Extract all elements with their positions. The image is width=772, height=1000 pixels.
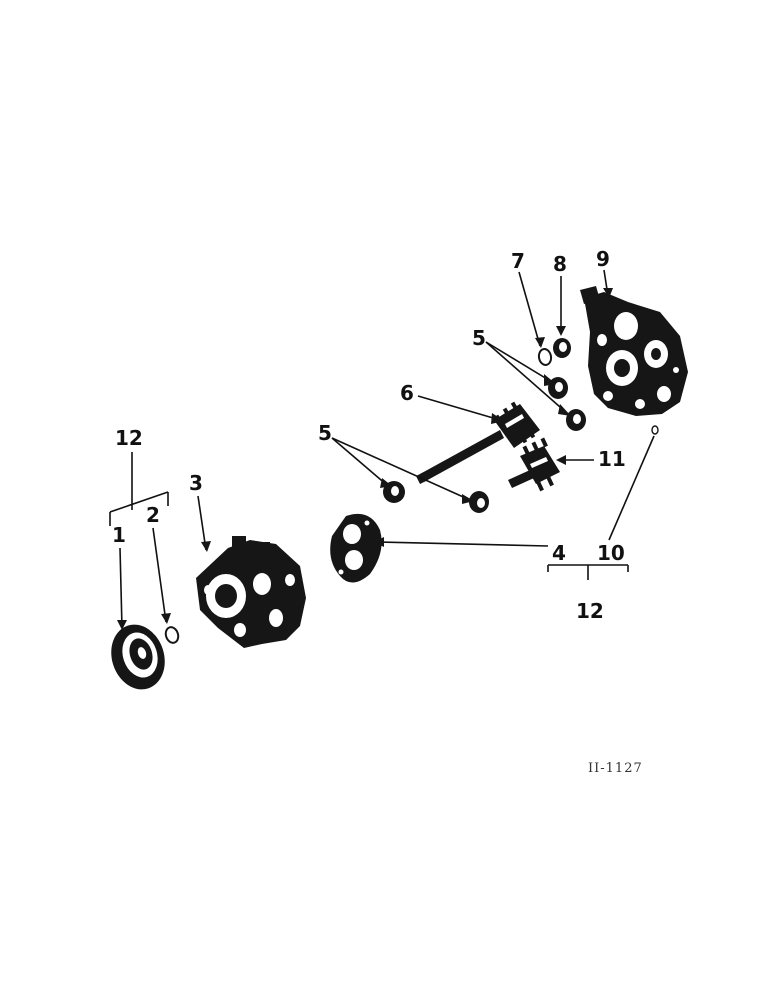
part-8-plug xyxy=(553,338,571,358)
callout-12-left: 12 xyxy=(115,426,143,450)
part-11-idler-gear xyxy=(508,437,560,492)
part-5-bushing-lower-right xyxy=(469,491,489,513)
callout-2: 2 xyxy=(146,503,160,527)
callout-labels: 12 1 2 3 5 6 5 7 8 9 11 4 10 12 xyxy=(112,247,626,623)
callout-7: 7 xyxy=(511,249,525,273)
part-9-rear-pump-body xyxy=(580,286,688,416)
figure-reference: II-1127 xyxy=(588,761,643,776)
part-7-ring xyxy=(537,348,553,366)
part-10-ring xyxy=(651,425,659,435)
callout-5-upper: 5 xyxy=(472,326,486,350)
part-2-ring xyxy=(164,626,180,644)
callout-11: 11 xyxy=(598,447,626,471)
callout-1: 1 xyxy=(112,523,126,547)
callout-3: 3 xyxy=(189,471,203,495)
part-4-gasket xyxy=(330,513,382,583)
callout-5-lower: 5 xyxy=(318,421,332,445)
callout-12-right: 12 xyxy=(576,599,604,623)
callout-9: 9 xyxy=(596,247,610,271)
part-1-pulley xyxy=(111,624,165,690)
callout-6: 6 xyxy=(400,381,414,405)
callout-10: 10 xyxy=(597,541,625,565)
callout-8: 8 xyxy=(553,252,567,276)
leader-lines xyxy=(109,269,655,630)
part-5-bushing-upper-bottom xyxy=(566,409,586,431)
part-3-front-housing xyxy=(196,536,306,648)
part-6-drive-shaft xyxy=(416,401,540,484)
callout-4: 4 xyxy=(552,541,566,565)
